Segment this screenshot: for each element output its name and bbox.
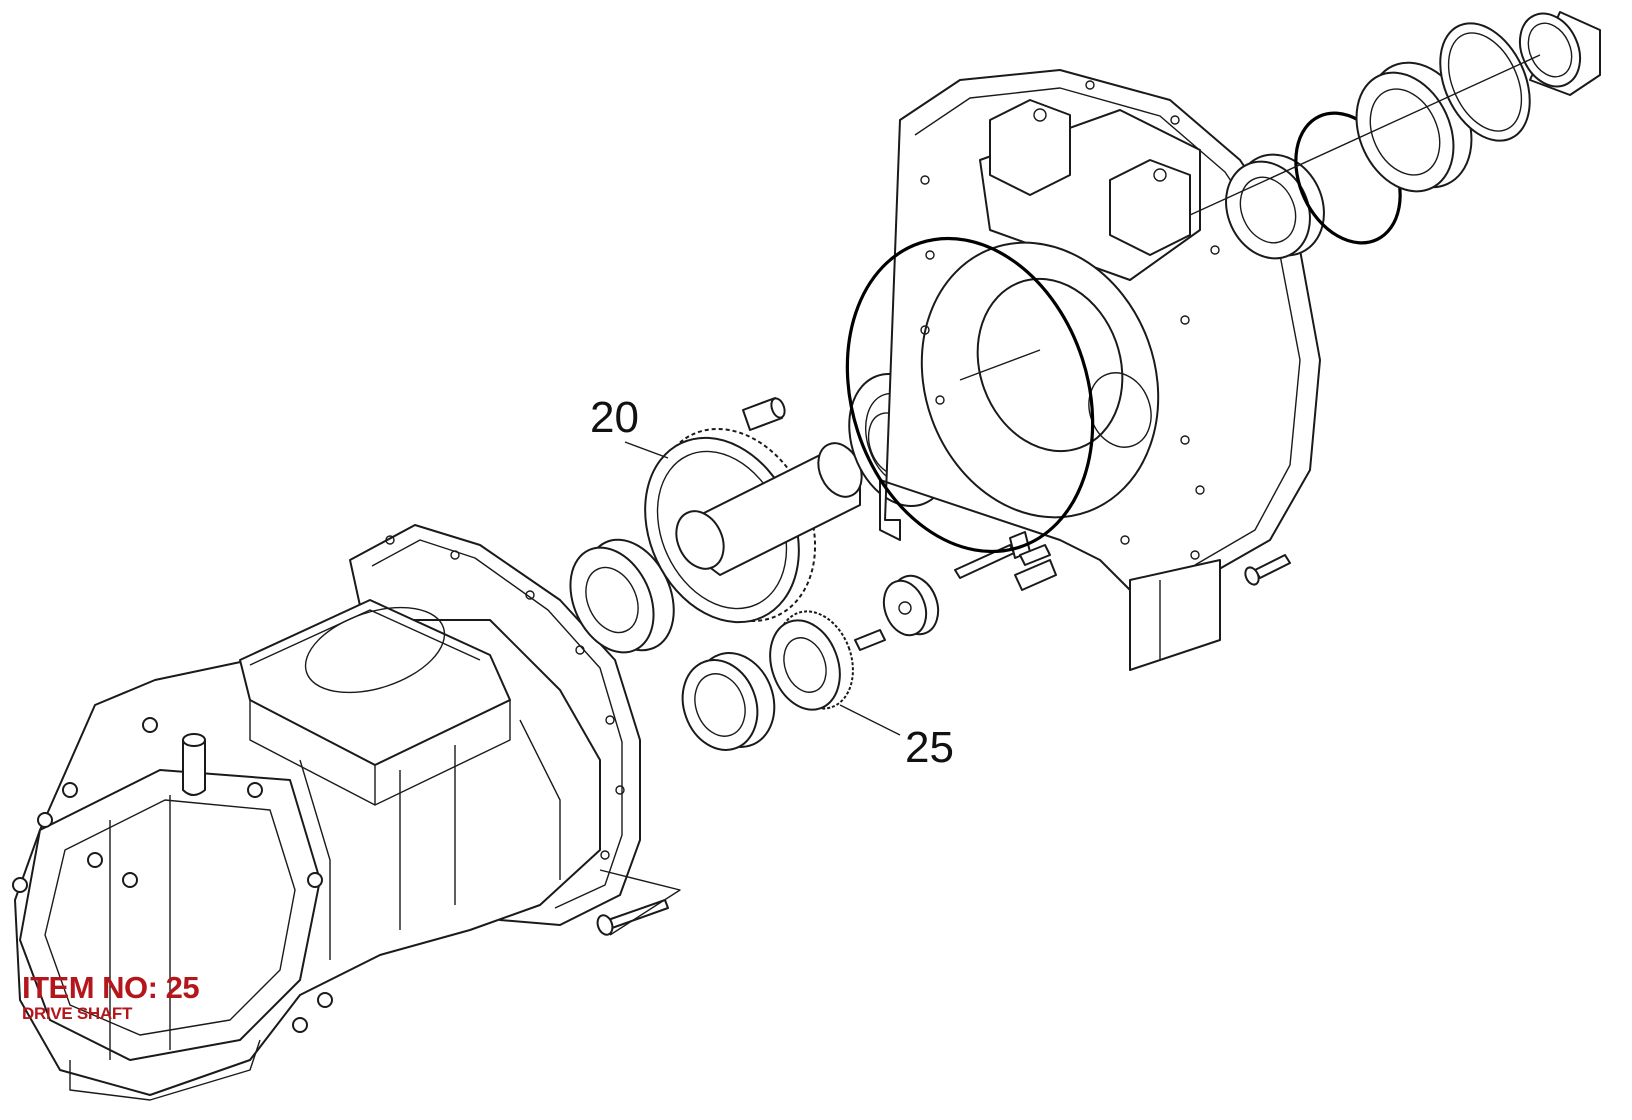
shaft-seal bbox=[1225, 153, 1325, 260]
bearing-lower bbox=[681, 652, 776, 751]
item-description-label: DRIVE SHAFT bbox=[22, 1004, 133, 1023]
callout-number-25: 25 bbox=[905, 723, 954, 772]
o-ring-large bbox=[845, 236, 1095, 554]
stud-bolt bbox=[954, 531, 1051, 579]
key bbox=[854, 629, 886, 651]
pinion-gear-25 bbox=[769, 610, 854, 711]
dowel-pin bbox=[742, 397, 786, 431]
compressor-housing bbox=[12, 524, 681, 1101]
gear-housing bbox=[879, 69, 1321, 671]
sleeve bbox=[1518, 11, 1601, 96]
circlip bbox=[1439, 22, 1531, 142]
item-number-label: ITEM NO: 25 bbox=[22, 970, 200, 1005]
callout-number-20: 20 bbox=[590, 393, 639, 442]
callout-25: 25 bbox=[839, 704, 954, 772]
callout-20: 20 bbox=[590, 393, 669, 459]
bearing-left bbox=[569, 538, 675, 654]
center-line bbox=[959, 54, 1541, 381]
gear-20 bbox=[644, 427, 863, 624]
washer bbox=[882, 574, 940, 637]
